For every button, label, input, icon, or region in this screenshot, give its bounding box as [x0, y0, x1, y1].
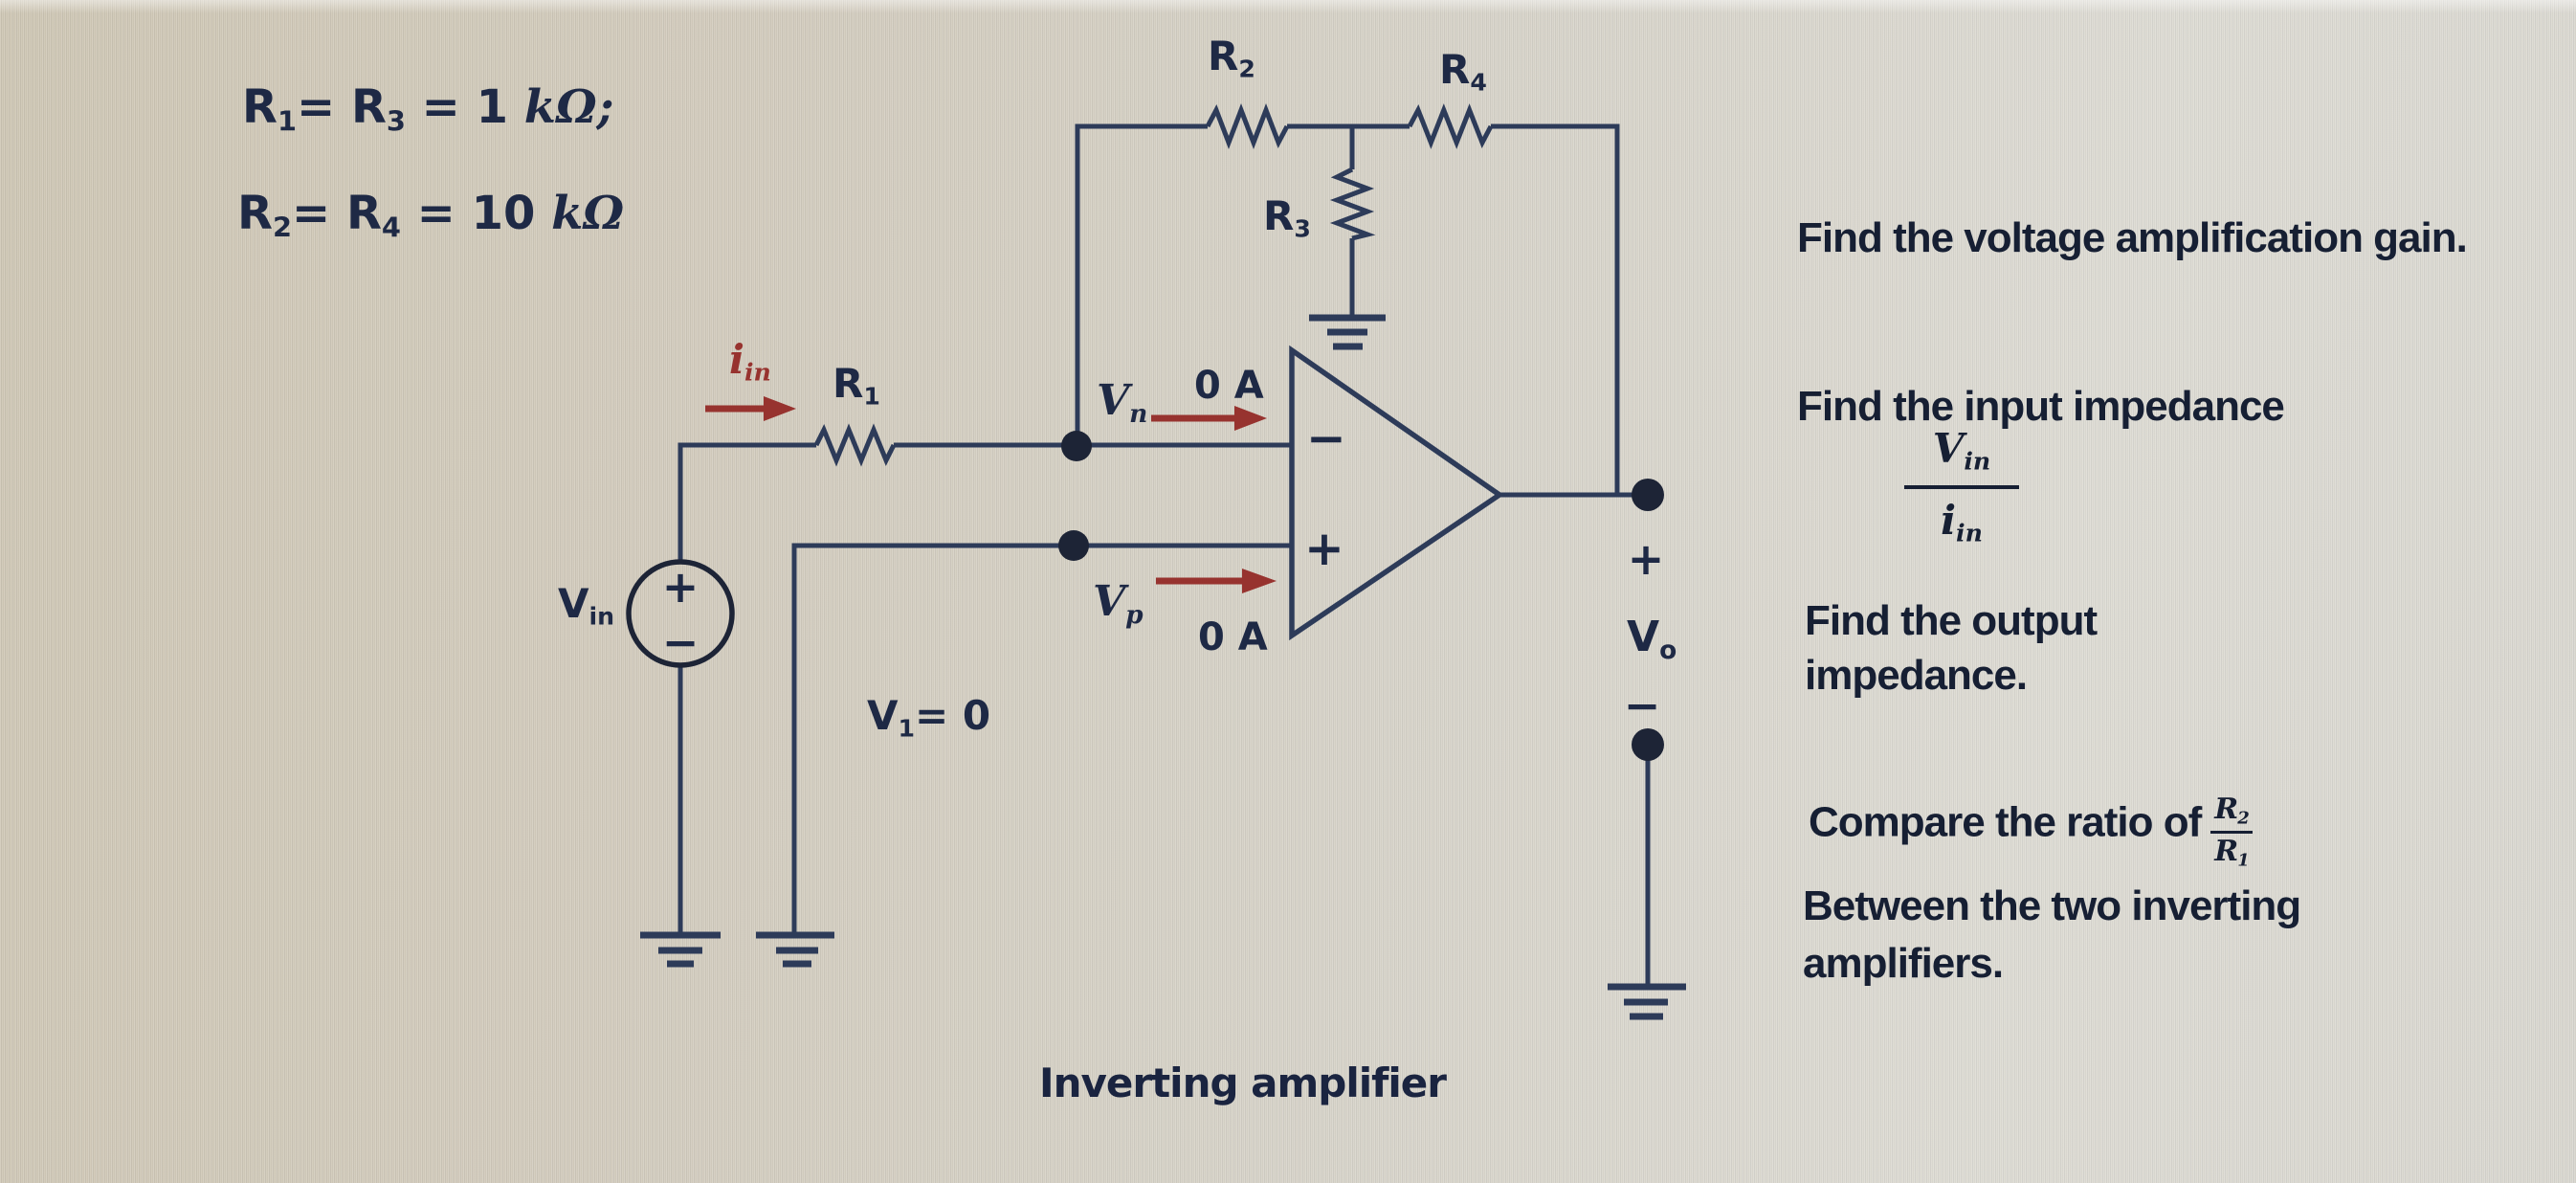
r4-label: R4 — [1439, 46, 1487, 97]
opamp-triangle — [1289, 345, 1504, 641]
input-impedance-fraction: Vin iin — [1904, 425, 2019, 547]
ground-symbol-r3 — [1309, 314, 1386, 350]
vn-node-label: Vn — [1097, 376, 1148, 429]
opamp-noninverting-input-sign: + — [1304, 521, 1344, 576]
task-output-impedance: Find the output impedance. — [1805, 597, 2098, 700]
r3-label: R3 — [1263, 192, 1311, 243]
v1-zero-label: V1= 0 — [867, 692, 991, 743]
task-compare-ratio-line2: Between the two inverting — [1803, 882, 2301, 929]
voltage-source-circle — [626, 559, 735, 668]
fraction-numerator: Vin — [1904, 425, 2019, 489]
task-voltage-gain: Find the voltage amplification gain. — [1797, 214, 2468, 261]
node-dot-vn — [1061, 431, 1092, 461]
equation-line1: R1= R3 = 1 kΩ; — [242, 80, 614, 138]
task-input-impedance: Find the input impedance — [1797, 383, 2285, 430]
source-minus-sign: − — [661, 616, 700, 668]
current-arrow-zero-bottom — [1156, 569, 1277, 593]
ground-symbol-source — [640, 931, 721, 968]
equation-line2: R2= R4 = 10 kΩ — [237, 187, 625, 244]
zero-current-bottom-label: 0 A — [1198, 615, 1268, 659]
fraction-denominator: iin — [1941, 496, 1983, 547]
node-dot-vp — [1058, 530, 1089, 561]
wire-feedback-left — [1075, 123, 1208, 446]
current-arrow-zero-top — [1151, 406, 1267, 431]
node-dot-output-top — [1632, 479, 1664, 511]
wire-vp-branch — [791, 543, 1292, 934]
resistor-r2 — [1205, 102, 1290, 150]
vp-node-label: Vp — [1093, 577, 1144, 630]
resistor-r4 — [1407, 103, 1494, 149]
r1-label: R1 — [833, 360, 880, 411]
output-minus-sign: − — [1623, 680, 1661, 731]
resistor-r1 — [813, 423, 897, 467]
wire-feedback-right — [1491, 123, 1620, 495]
r2-label: R2 — [1208, 33, 1255, 83]
ground-symbol-output — [1608, 983, 1686, 1020]
circuit-caption: Inverting amplifier — [1039, 1060, 1447, 1106]
wire-source-to-r1 — [677, 442, 816, 562]
iin-current-label: iin — [729, 336, 771, 387]
node-dot-output-bottom — [1632, 728, 1664, 761]
resistor-r3 — [1329, 167, 1376, 241]
current-arrow-iin — [705, 396, 796, 421]
source-plus-sign: + — [661, 561, 700, 613]
vin-source-label: Vin — [558, 580, 615, 631]
opamp-inverting-input-sign: − — [1306, 411, 1346, 466]
ground-symbol-v1 — [756, 931, 834, 968]
vo-output-label: Vo — [1627, 613, 1677, 665]
output-plus-sign: + — [1627, 533, 1665, 585]
task-compare-ratio-line3: amplifiers. — [1803, 940, 2004, 987]
zero-current-top-label: 0 A — [1194, 364, 1264, 408]
